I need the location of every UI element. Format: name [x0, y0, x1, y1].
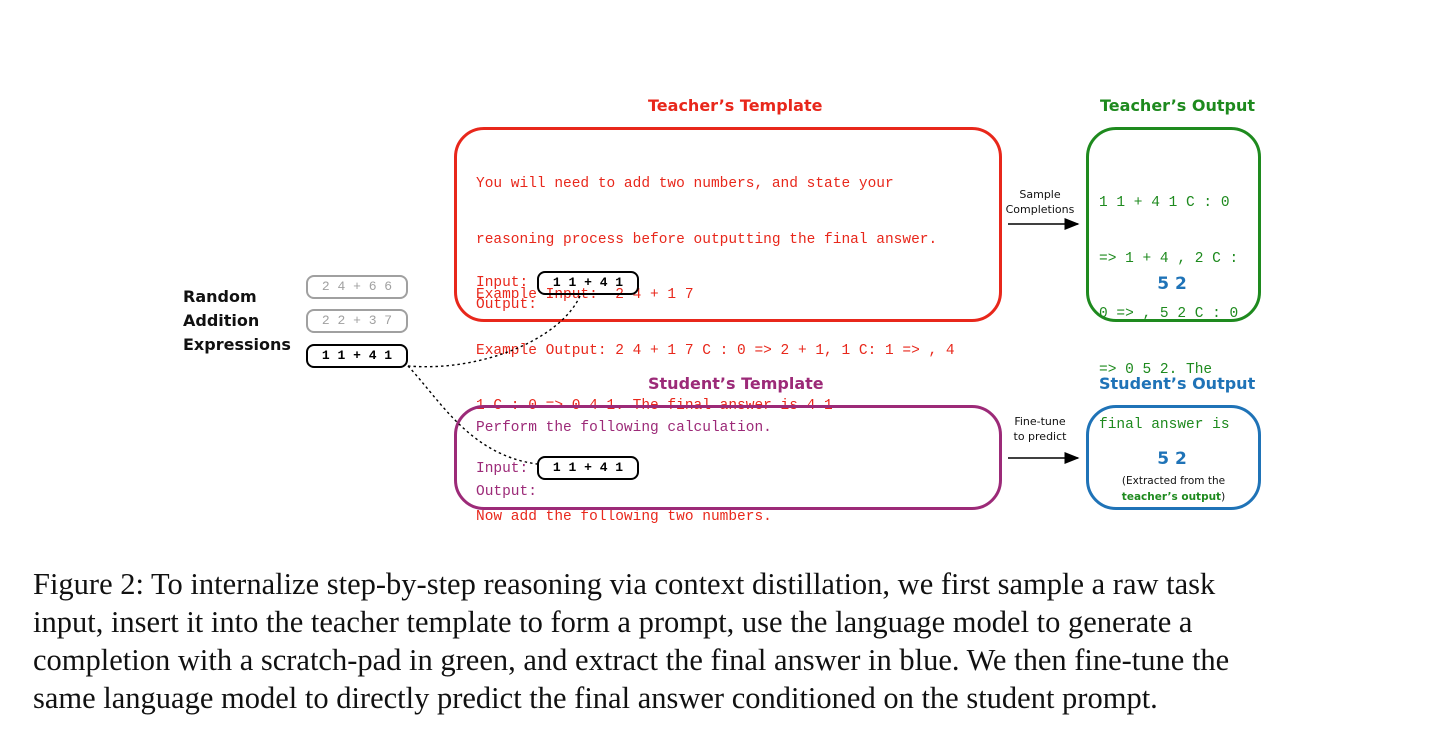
teacher-template-text: You will need to add two numbers, and st…: [476, 138, 955, 564]
dotted-connector-teacher: [407, 295, 581, 368]
dotted-connector-student: [407, 365, 538, 465]
teacher-output-line: => 1 + 4 , 2 C :: [1099, 250, 1239, 267]
student-input-pill: 1 1 + 4 1: [537, 456, 639, 480]
arrow-label-line: Fine-tune: [1014, 415, 1066, 428]
teacher-final-answer: 5 2: [1157, 274, 1187, 294]
random-expression-pill: 2 2 + 3 7: [306, 309, 408, 333]
random-expressions-label: Random Addition Expressions: [183, 285, 291, 357]
teacher-template-box: [454, 127, 1002, 322]
teacher-input-pill: 1 1 + 4 1: [537, 271, 639, 295]
random-expression-pill-selected: 1 1 + 4 1: [306, 344, 408, 368]
teacher-template-title: Teacher’s Template: [648, 96, 823, 115]
teacher-template-line: reasoning process before outputting the …: [476, 231, 938, 248]
caption-line: same language model to directly predict …: [33, 681, 1158, 715]
arrow-label-line: Sample: [1019, 188, 1061, 201]
student-template-title: Student’s Template: [648, 374, 824, 393]
teacher-template-line: You will need to add two numbers, and st…: [476, 176, 894, 192]
random-label-line: Random: [183, 287, 257, 306]
teacher-output-line: 1 1 + 4 1 C : 0: [1099, 195, 1230, 211]
student-template-box: [454, 405, 1002, 510]
random-label-line: Expressions: [183, 335, 291, 354]
teacher-template-line: Example Output: 2 4 + 1 7 C : 0 => 2 + 1…: [476, 342, 955, 359]
caption-line: input, insert it into the teacher templa…: [33, 605, 1193, 639]
teacher-output-line: 0 => , 5 2 C : 0: [1099, 306, 1239, 322]
student-output-note: (Extracted from the teacher’s output): [1096, 473, 1251, 505]
random-expression-pill: 2 4 + 6 6: [306, 275, 408, 299]
random-label-line: Addition: [183, 311, 260, 330]
note-line: teacher’s output): [1096, 489, 1251, 505]
teacher-output-label: Output:: [476, 297, 537, 313]
teacher-template-line: Now add the following two numbers.: [476, 509, 772, 525]
student-output-box: [1086, 405, 1261, 510]
teacher-output-box: [1086, 127, 1261, 322]
teacher-template-line: Example Input: 2 4 + 1 7: [476, 287, 694, 303]
teacher-output-line: => 0 5 2. The: [1099, 361, 1213, 378]
student-template-line: Perform the following calculation.: [476, 420, 772, 436]
caption-line: completion with a scratch-pad in green, …: [33, 643, 1230, 677]
note-teacher-output: teacher’s output: [1121, 491, 1222, 503]
teacher-input-label: Input:: [476, 275, 529, 291]
arrow-label-line: Completions: [1005, 203, 1075, 216]
sample-completions-label: Sample Completions: [1003, 187, 1077, 217]
student-final-answer: 5 2: [1157, 449, 1187, 469]
caption-line: Figure 2: To internalize step-by-step re…: [33, 567, 1216, 601]
note-line: (Extracted from the: [1121, 475, 1226, 487]
student-output-label: Output:: [476, 484, 537, 500]
arrow-label-line: to predict: [1013, 430, 1067, 443]
note-close-paren: ): [1221, 491, 1226, 503]
fine-tune-label: Fine-tune to predict: [1003, 414, 1077, 444]
figure-caption: Figure 2: To internalize step-by-step re…: [33, 565, 1229, 717]
student-output-title: Student’s Output: [1099, 374, 1256, 393]
teacher-output-title: Teacher’s Output: [1100, 96, 1256, 115]
student-input-label: Input:: [476, 461, 529, 477]
